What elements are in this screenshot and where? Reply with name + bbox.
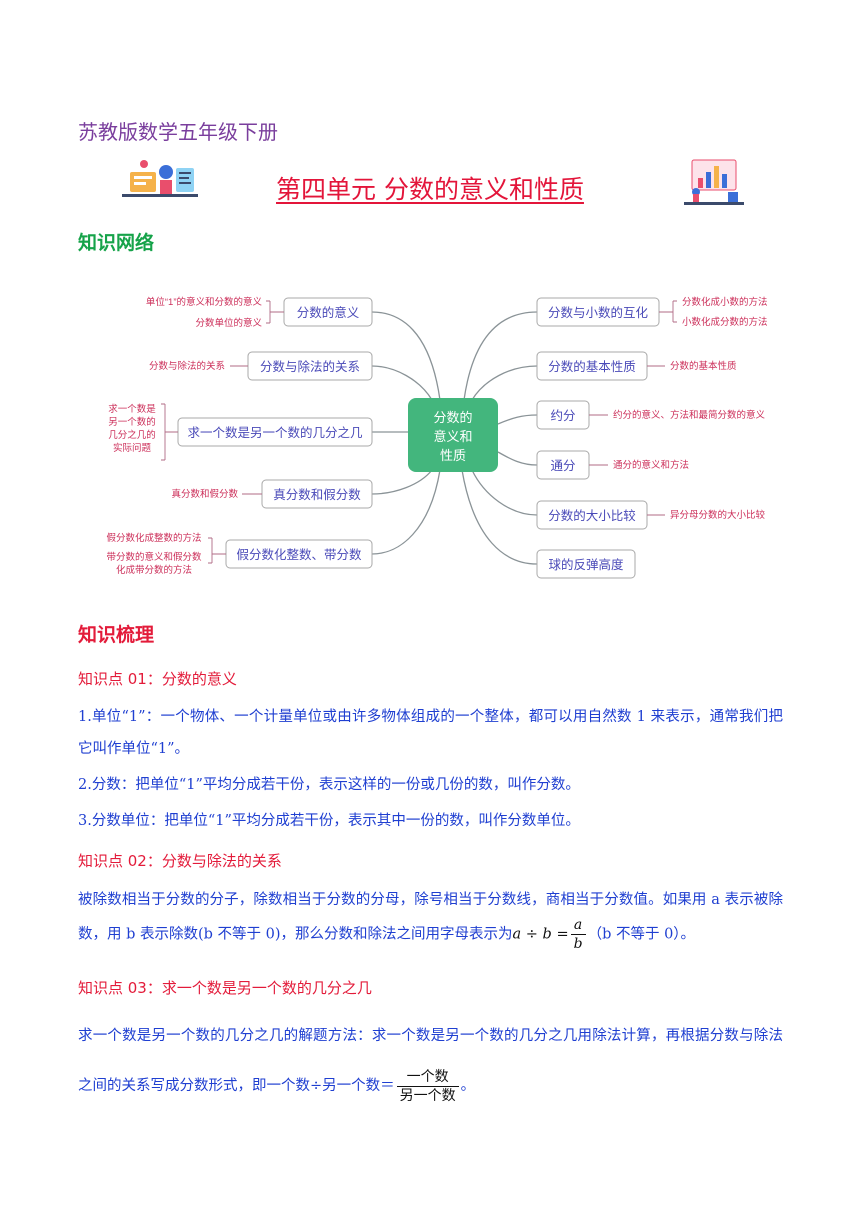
leaf-reduce: 约分的意义、方法和最简分数的意义 — [613, 409, 766, 421]
kp01-paragraph-2: 2.分数：把单位“1”平均分成若干份，表示这样的一份或几份的数，叫作分数。 — [78, 769, 783, 801]
leaf-fraction-of-3: 几分之几的 — [108, 429, 156, 441]
kp03-title: 知识点 03：求一个数是另一个数的几分之几 — [78, 977, 372, 998]
kp03-fraction-denominator: 另一个数 — [397, 1087, 459, 1105]
leaf-improper-convert-2: 带分数的意义和假分数 — [106, 551, 202, 563]
mind-map: 分数的 意义和 性质 分数的意义 单位“1”的意义和分数的意义 分数单位的意义 … — [0, 280, 860, 590]
node-division-label: 分数与除法的关系 — [260, 359, 360, 374]
leaf-proper-improper: 真分数和假分数 — [171, 488, 238, 500]
kp02-fraction-denominator: b — [571, 935, 586, 953]
node-proper-improper-label: 真分数和假分数 — [273, 487, 361, 502]
kp03-fraction: 一个数另一个数 — [397, 1068, 459, 1105]
leaf-decimal-2: 小数化成分数的方法 — [682, 316, 768, 328]
kp01-paragraph-3: 3.分数单位：把单位“1”平均分成若干份，表示其中一份的数，叫作分数单位。 — [78, 805, 783, 837]
kp03-text-after: 。 — [461, 1078, 476, 1094]
kp01-paragraph-1: 1.单位“1”：一个物体、一个计量单位或由许多物体组成的一个整体，都可以用自然数… — [78, 701, 783, 765]
center-line-1: 分数的 — [433, 410, 472, 425]
kp01-title: 知识点 01：分数的意义 — [78, 668, 237, 689]
book-subtitle: 苏教版数学五年级下册 — [78, 116, 278, 145]
leaf-common-denominator: 通分的意义和方法 — [613, 459, 689, 471]
leaf-fraction-of-1: 求一个数是 — [108, 403, 156, 415]
kp02-title: 知识点 02：分数与除法的关系 — [78, 850, 282, 871]
node-reduce-label: 约分 — [550, 408, 575, 423]
node-compare-label: 分数的大小比较 — [548, 508, 636, 523]
leaf-meaning-1: 单位“1”的意义和分数的意义 — [146, 296, 263, 308]
leaf-division: 分数与除法的关系 — [149, 360, 225, 372]
kp02-paragraph: 被除数相当于分数的分子，除数相当于分数的分母，除号相当于分数线，商相当于分数值。… — [78, 884, 783, 953]
leaf-fraction-of-4: 实际问题 — [113, 442, 152, 454]
kp02-text-after: （b 不等于 0）。 — [588, 927, 695, 943]
node-basic-property-label: 分数的基本性质 — [548, 359, 636, 374]
leaf-improper-convert-3: 化成带分数的方法 — [116, 564, 192, 576]
chart-illustration-right — [684, 152, 744, 208]
node-decimal-conversion-label: 分数与小数的互化 — [548, 305, 649, 320]
node-bounce-height-label: 球的反弹高度 — [548, 557, 624, 572]
section-title-network: 知识网络 — [78, 228, 154, 255]
leaf-basic-property: 分数的基本性质 — [670, 360, 737, 372]
kp02-fraction-numerator: a — [571, 916, 586, 935]
node-common-denominator-label: 通分 — [550, 459, 575, 473]
node-fraction-of-label: 求一个数是另一个数的几分之几 — [187, 425, 363, 440]
node-meaning-label: 分数的意义 — [297, 305, 360, 320]
kp03-paragraph: 求一个数是另一个数的几分之几的解题方法：求一个数是另一个数的几分之几用除法计算，… — [78, 1011, 783, 1111]
center-line-2: 意义和 — [433, 429, 472, 444]
node-improper-convert-label: 假分数化整数、带分数 — [236, 547, 362, 562]
kp02-formula-left: a ÷ b = — [513, 927, 569, 943]
leaf-decimal-1: 分数化成小数的方法 — [682, 296, 768, 308]
kp03-fraction-numerator: 一个数 — [397, 1068, 459, 1087]
leaf-fraction-of-2: 另一个数的 — [108, 416, 156, 428]
center-line-3: 性质 — [440, 448, 466, 463]
leaf-improper-convert-1: 假分数化成整数的方法 — [106, 532, 201, 544]
leaf-meaning-2: 分数单位的意义 — [195, 317, 262, 329]
leaf-compare: 异分母分数的大小比较 — [670, 509, 766, 521]
section-title-review: 知识梳理 — [78, 620, 154, 647]
